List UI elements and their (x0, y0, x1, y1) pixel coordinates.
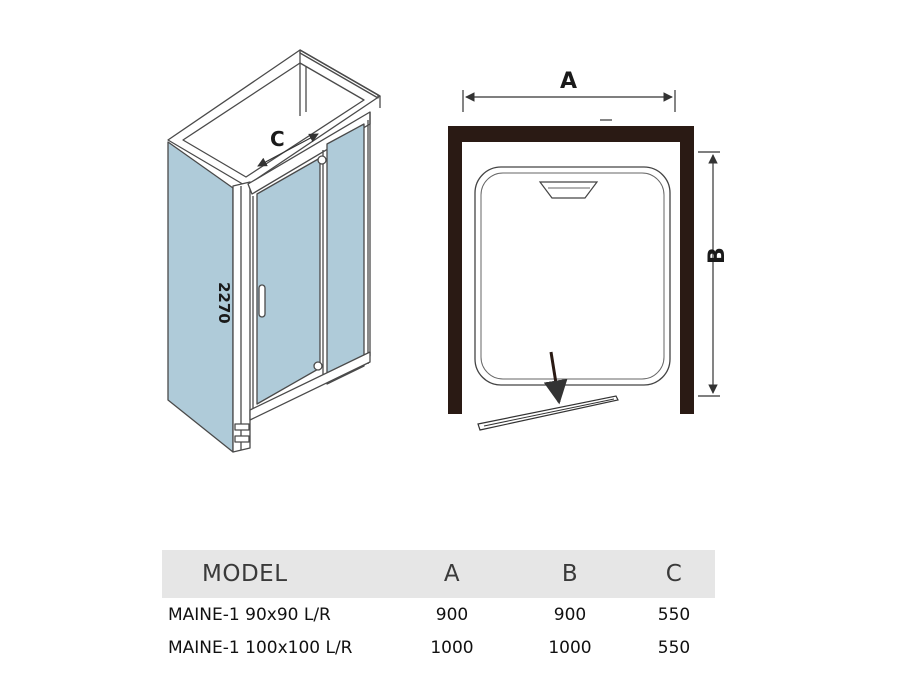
shower-enclosure-diagram: C 2270 A B (167, 49, 730, 453)
cell-a: 1000 (430, 637, 474, 658)
drain-grate (538, 181, 599, 199)
isometric-enclosure-view (167, 49, 381, 453)
fixed-glass-panel (326, 123, 365, 385)
sliding-door-panel (256, 157, 321, 405)
cell-model: MAINE-1 100x100 L/R (168, 637, 353, 658)
header-model: MODEL (162, 550, 397, 598)
table-row: MAINE-1 90x90 L/R 900 900 550 (162, 598, 715, 631)
door-direction-arrow (543, 351, 568, 405)
table-header-row: MODEL A B C (162, 550, 715, 598)
table-row: MAINE-1 100x100 L/R 1000 1000 550 (162, 631, 715, 664)
dimension-c-label: C (270, 127, 285, 151)
cell-c: 550 (657, 604, 691, 625)
model-dimension-table: MODEL A B C MAINE-1 90x90 L/R 900 900 55… (162, 550, 715, 664)
plan-view: A B (448, 69, 730, 431)
dimension-a-label: A (560, 69, 577, 94)
header-a: A (397, 550, 507, 598)
dimension-b-label: B (705, 247, 730, 264)
cell-model: MAINE-1 90x90 L/R (168, 604, 331, 625)
height-dimension-label: 2270 (215, 282, 233, 324)
door-handle (258, 284, 266, 318)
header-c: C (633, 550, 715, 598)
shower-tray (474, 166, 671, 386)
header-b: B (507, 550, 633, 598)
cell-b: 900 (553, 604, 587, 625)
cell-b: 1000 (548, 637, 592, 658)
dimension-c-arrow (257, 133, 319, 167)
cell-c: 550 (657, 637, 691, 658)
cell-a: 900 (435, 604, 469, 625)
